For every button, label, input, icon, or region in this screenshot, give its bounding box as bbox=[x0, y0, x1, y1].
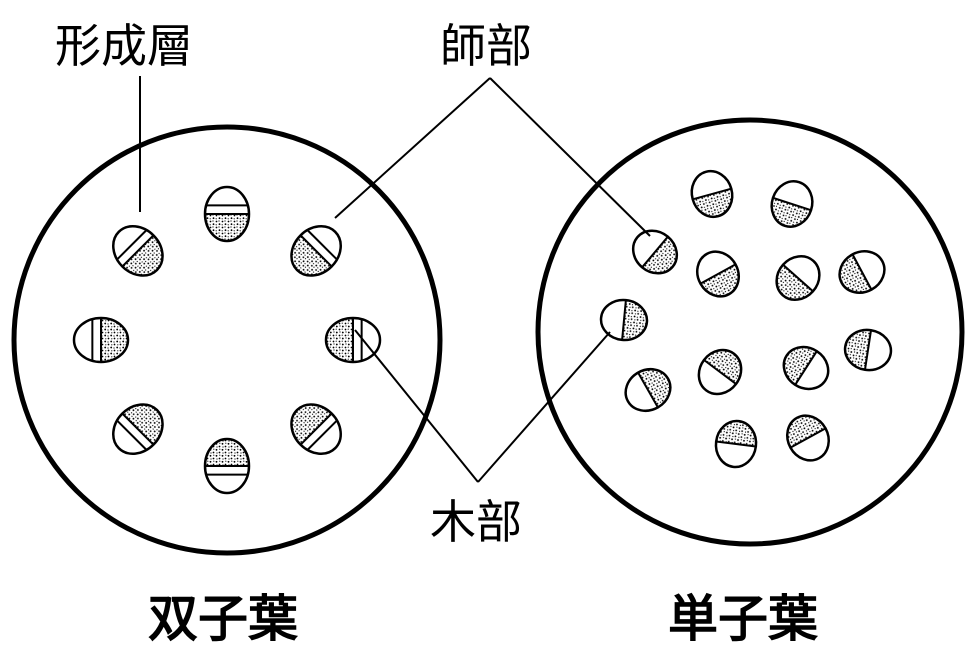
bundle-outline bbox=[782, 345, 830, 391]
xylem-region bbox=[281, 235, 332, 286]
monocot-bundle-9 bbox=[697, 341, 750, 396]
monocot-stem-outline bbox=[535, 117, 965, 547]
dicot-bundle-1 bbox=[203, 185, 251, 243]
bundle-outline bbox=[843, 328, 893, 372]
dicot-bundle-8 bbox=[112, 225, 173, 286]
monocot-bundle-7 bbox=[599, 298, 649, 343]
xylem-leader-line-monocot bbox=[477, 331, 611, 483]
phloem-xylem-boundary bbox=[299, 234, 333, 268]
monocot-bundle-5 bbox=[767, 255, 821, 309]
bundle-outline bbox=[697, 348, 743, 396]
cambium-band bbox=[305, 418, 339, 452]
cambium-band bbox=[115, 418, 149, 452]
bundle-outline bbox=[631, 229, 679, 275]
bundle-outline bbox=[112, 225, 164, 277]
monocot-bundle-3 bbox=[631, 229, 686, 283]
dicot-bundle-5 bbox=[203, 437, 251, 495]
bundle-outline bbox=[624, 367, 672, 413]
cambium-label: 形成層 bbox=[55, 19, 193, 73]
phloem-xylem-boundary bbox=[692, 187, 732, 201]
monocot-bundle-11 bbox=[842, 326, 893, 372]
bundle-outline bbox=[203, 437, 251, 495]
xylem-region bbox=[326, 318, 353, 362]
bundle-outline bbox=[112, 403, 164, 455]
dicot-bundle-7 bbox=[72, 316, 130, 364]
bundle-outline bbox=[203, 185, 251, 243]
phloem-xylem-boundary bbox=[621, 299, 627, 341]
xylem-leader-line-dicot bbox=[354, 329, 479, 483]
phloem-label: 師部 bbox=[440, 19, 532, 73]
dicot-bundle-3 bbox=[324, 316, 382, 364]
xylem-region bbox=[122, 394, 173, 445]
phloem-xylem-boundary bbox=[703, 359, 737, 385]
phloem-xylem-boundary bbox=[789, 427, 827, 449]
dicot-vascular-bundles bbox=[72, 185, 382, 495]
bundle-outline bbox=[324, 316, 382, 364]
xylem-region bbox=[205, 439, 249, 466]
phloem-xylem-boundary bbox=[700, 263, 736, 285]
monocot-bundle-12 bbox=[714, 418, 759, 469]
phloem-xylem-boundary bbox=[863, 330, 873, 370]
phloem-leader-line-dicot bbox=[334, 77, 491, 219]
phloem-xylem-boundary bbox=[637, 372, 659, 408]
bundle-outline bbox=[72, 316, 130, 364]
bundle-outline bbox=[690, 169, 734, 219]
bundle-outline bbox=[838, 250, 886, 294]
monocot-bundle-10 bbox=[775, 338, 830, 391]
bundle-outline bbox=[714, 419, 758, 469]
monocot-bundle-4 bbox=[696, 250, 747, 304]
dicot-bundle-2 bbox=[281, 225, 342, 286]
monocot-bundle-8 bbox=[624, 361, 678, 413]
dicot-bundle-4 bbox=[281, 394, 342, 455]
phloem-leader-line-monocot bbox=[489, 77, 651, 237]
leader-lines bbox=[139, 76, 651, 483]
monocot-bundle-2 bbox=[765, 180, 814, 233]
monocot-vascular-bundles bbox=[599, 169, 893, 469]
xylem-label: 木部 bbox=[430, 495, 522, 549]
bundle-outline bbox=[770, 180, 814, 228]
bundle-outline bbox=[696, 250, 740, 298]
bundle-outline bbox=[775, 255, 821, 301]
xylem-region bbox=[281, 394, 332, 445]
xylem-region bbox=[122, 235, 173, 286]
phloem-xylem-boundary bbox=[851, 253, 873, 291]
phloem-xylem-boundary bbox=[716, 440, 756, 448]
xylem-region bbox=[205, 214, 249, 241]
dicot-bundle-6 bbox=[112, 394, 173, 455]
cambium-band bbox=[115, 228, 149, 262]
bundle-outline bbox=[786, 414, 830, 462]
monocot-bundle-6 bbox=[832, 250, 886, 301]
phloem-xylem-boundary bbox=[641, 236, 669, 268]
bundle-outline bbox=[599, 298, 649, 342]
monocot-bundle-13 bbox=[779, 408, 830, 462]
phloem-xylem-boundary bbox=[121, 412, 155, 446]
phloem-xylem-boundary bbox=[121, 234, 155, 268]
monocot-caption: 単子葉 bbox=[668, 590, 819, 648]
dicot-caption: 双子葉 bbox=[148, 590, 299, 648]
xylem-region bbox=[101, 318, 128, 362]
phloem-xylem-boundary bbox=[772, 196, 812, 212]
phloem-xylem-boundary bbox=[794, 350, 818, 386]
monocot-bundle-1 bbox=[690, 169, 738, 222]
dicot-stem-outline bbox=[11, 124, 443, 556]
phloem-xylem-boundary bbox=[782, 263, 814, 293]
cambium-band bbox=[305, 228, 339, 262]
